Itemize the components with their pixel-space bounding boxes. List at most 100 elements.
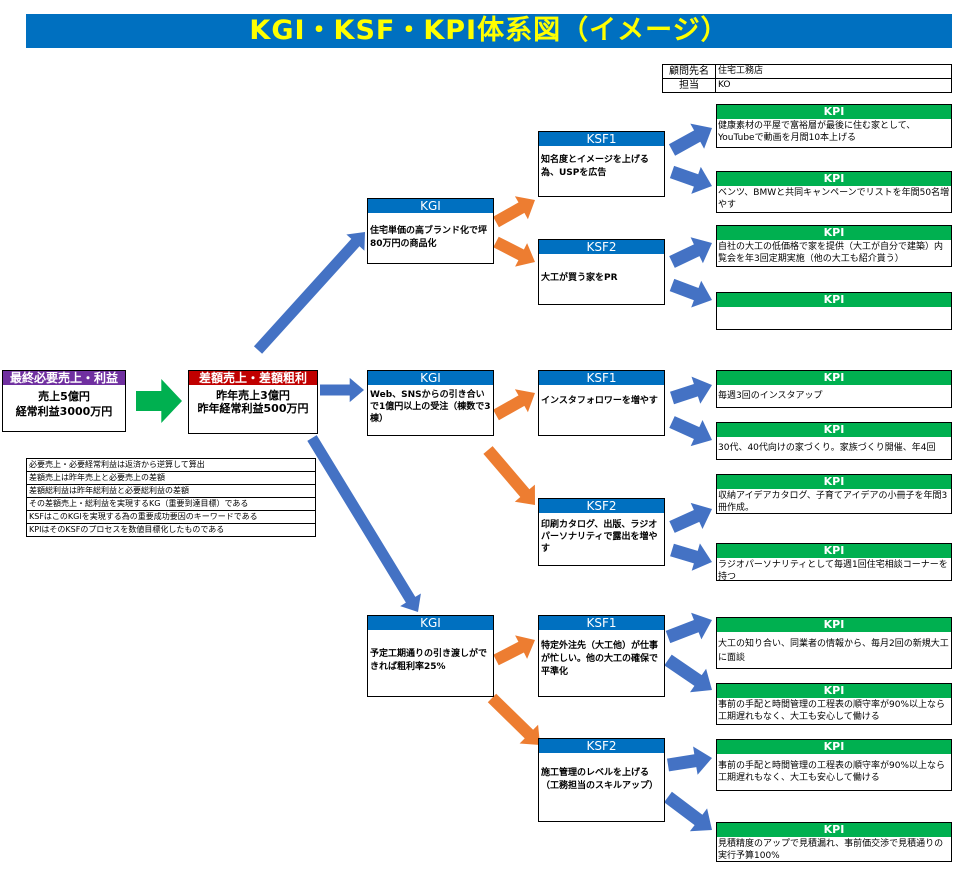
kpi-box-7: KPI 収納アイデアカタログ、子育てアイデアの小冊子を年間3冊作成。 — [716, 474, 952, 514]
kpi-box-10: KPI 事前の手配と時間管理の工程表の順守率が90%以上なら工期遅れもなく、大工… — [716, 683, 952, 725]
kpi-header: KPI — [717, 740, 951, 754]
ksf-text: 大工が買う家をPR — [541, 273, 618, 283]
kgi-text: 予定工期通りの引き渡しができれば粗利率25% — [370, 649, 488, 672]
note-item: その差額売上・総利益を実現するKG（重要到達目標）である — [26, 497, 316, 511]
arrow-ksf-to-kpi-3 — [669, 237, 712, 268]
kpi-text: ラジオパーソナリティとして毎週1回住宅相談コーナーを持つ — [718, 560, 948, 582]
kgi-box-3: KGI 予定工期通りの引き渡しができれば粗利率25% — [367, 615, 494, 697]
kpi-text: ベンツ、BMWと共同キャンペーンでリストを年間50名増やす — [718, 188, 950, 210]
diff-header: 差額売上・差額粗利 — [189, 371, 317, 385]
kpi-box-11: KPI 事前の手配と時間管理の工程表の順守率が90%以上なら工期遅れもなく、大工… — [716, 739, 952, 791]
kpi-text: 自社の大工の低価格で家を提供（大工が自分で建築）内覧会を年3回定期実施（他の大工… — [718, 242, 944, 264]
kpi-header: KPI — [717, 293, 951, 307]
note-item: 差額売上は昨年売上と必要売上の差額 — [26, 471, 316, 485]
kpi-header: KPI — [717, 475, 951, 489]
kpi-text: 収納アイデアカタログ、子育てアイデアの小冊子を年間3冊作成。 — [718, 491, 948, 513]
arrow-kgi2-to-ksf1 — [493, 389, 535, 421]
goal-profit: 経常利益3000万円 — [15, 405, 113, 418]
page-title: KGI・KSF・KPI体系図（イメージ） — [26, 14, 952, 48]
ksf-box-1: KSF1 知名度とイメージを上げる為、USPを広告 — [538, 131, 665, 197]
arrow-kgi3-to-ksf1 — [493, 635, 535, 666]
kpi-text: 事前の手配と時間管理の工程表の順守率が90%以上なら工期遅れもなく、大工も安心し… — [718, 761, 946, 783]
arrow-kgi3-to-ksf2 — [487, 693, 540, 745]
diff-profit: 昨年経常利益500万円 — [197, 402, 309, 415]
ksf-header: KSF2 — [539, 240, 664, 254]
kpi-header: KPI — [717, 226, 951, 240]
arrow-ksf-to-kpi-2 — [669, 165, 712, 194]
kgi-header: KGI — [368, 616, 493, 630]
kpi-box-8: KPI ラジオパーソナリティとして毎週1回住宅相談コーナーを持つ — [716, 543, 952, 582]
kpi-text: 事前の手配と時間管理の工程表の順守率が90%以上なら工期遅れもなく、大工も安心し… — [718, 700, 946, 722]
ksf-box-3: KSF1 インスタフォロワーを増やす — [538, 370, 665, 436]
arrow-kgi1-to-ksf1 — [493, 196, 535, 228]
arrow-ksf-to-kpi-4 — [669, 278, 712, 308]
kpi-header: KPI — [717, 423, 951, 437]
kgi-text: 住宅単価の高ブランド化で坪80万円の商品化 — [370, 226, 488, 249]
arrow-ksf-to-kpi-7 — [669, 502, 712, 533]
diff-body: 昨年売上3億円 昨年経常利益500万円 — [189, 385, 317, 417]
ksf-header: KSF2 — [539, 499, 664, 513]
ksf-text: インスタフォロワーを増やす — [541, 396, 658, 406]
client-info-row: 担当 KO — [662, 78, 952, 93]
arrow-ksf-to-kpi-9 — [665, 612, 712, 644]
arrow-kgi1-to-ksf2 — [493, 236, 535, 267]
staff-label: 担当 — [662, 78, 716, 93]
kpi-header: KPI — [717, 684, 951, 698]
ksf-text: 施工管理のレベルを上げる（工務担当のスキルアップ） — [541, 768, 659, 791]
kpi-text: 毎週3回のインスタアップ — [718, 391, 823, 401]
kgi-box-2: KGI Web、SNSからの引き合いで1億円以上の受注（棟数で3棟） — [367, 370, 494, 436]
kpi-text: 見積精度のアップで見積漏れ、事前価交渉で見積通りの実行予算100% — [718, 839, 944, 861]
arrow-ksf-to-kpi-10 — [664, 654, 712, 693]
ksf-header: KSF1 — [539, 132, 664, 146]
note-item: KPIはそのKSFのプロセスを数値目標化したものである — [26, 523, 316, 537]
arrow-diff-to-kgi-2 — [320, 377, 364, 403]
arrow-ksf-to-kpi-5 — [670, 376, 712, 405]
kgi-text: Web、SNSからの引き合いで1億円以上の受注（棟数で3棟） — [370, 390, 491, 424]
note-item: 必要売上・必要経常利益は返済から逆算して算出 — [26, 458, 316, 472]
kpi-text: 大工の知り合い、同業者の情報から、毎月2回の新規大工に面談 — [718, 639, 949, 663]
arrow-ksf-to-kpi-8 — [670, 543, 712, 571]
kpi-box-6: KPI 30代、40代向けの家づくり。家族づくり開催、年4回 — [716, 422, 952, 460]
note-item: 差額総利益は昨年総利益と必要総利益の差額 — [26, 484, 316, 498]
diff-box: 差額売上・差額粗利 昨年売上3億円 昨年経常利益500万円 — [188, 370, 318, 434]
kpi-header: KPI — [717, 618, 951, 632]
arrow-goal-to-diff — [136, 379, 182, 423]
kpi-box-4: KPI — [716, 292, 952, 330]
goal-body: 売上5億円 経常利益3000万円 — [3, 385, 125, 421]
staff-value: KO — [715, 78, 952, 93]
ksf-box-6: KSF2 施工管理のレベルを上げる（工務担当のスキルアップ） — [538, 738, 665, 822]
kgi-header: KGI — [368, 371, 493, 385]
ksf-header: KSF2 — [539, 739, 664, 753]
goal-header: 最終必要売上・利益 — [3, 371, 125, 385]
kpi-box-1: KPI 健康素材の平屋で富裕層が最後に住む家として、YouTubeで動画を月間1… — [716, 104, 952, 148]
ksf-text: 知名度とイメージを上げる為、USPを広告 — [541, 155, 649, 178]
arrow-ksf-to-kpi-6 — [669, 416, 712, 447]
kpi-box-3: KPI 自社の大工の低価格で家を提供（大工が自分で建築）内覧会を年3回定期実施（… — [716, 225, 952, 267]
arrow-diff-to-kgi-1 — [253, 232, 365, 354]
kpi-box-5: KPI 毎週3回のインスタアップ — [716, 370, 952, 408]
ksf-header: KSF1 — [539, 616, 664, 630]
ksf-box-5: KSF1 特定外注先（大工他）が仕事が忙しい。他の大工の確保で平準化 — [538, 615, 665, 697]
ksf-box-4: KSF2 印刷カタログ、出版、ラジオパーソナリティで露出を増やす — [538, 498, 665, 566]
notes-table: 必要売上・必要経常利益は返済から逆算して算出 差額売上は昨年売上と必要売上の差額… — [26, 458, 316, 537]
kpi-box-12: KPI 見積精度のアップで見積漏れ、事前価交渉で見積通りの実行予算100% — [716, 822, 952, 862]
arrow-ksf-to-kpi-12 — [664, 791, 712, 832]
kpi-text — [717, 307, 951, 309]
kpi-header: KPI — [717, 105, 951, 119]
ksf-text: 印刷カタログ、出版、ラジオパーソナリティで露出を増やす — [541, 520, 658, 554]
ksf-text: 特定外注先（大工他）が仕事が忙しい。他の大工の確保で平準化 — [541, 641, 659, 677]
client-info-table: 顧問先名 住宅工務店 担当 KO — [662, 64, 952, 93]
goal-box: 最終必要売上・利益 売上5億円 経常利益3000万円 — [2, 370, 126, 432]
arrow-ksf-to-kpi-11 — [667, 746, 712, 775]
arrow-diff-to-kgi-3 — [307, 435, 421, 612]
kpi-header: KPI — [717, 371, 951, 385]
kpi-box-9: KPI 大工の知り合い、同業者の情報から、毎月2回の新規大工に面談 — [716, 617, 952, 669]
kpi-header: KPI — [717, 172, 951, 186]
ksf-box-2: KSF2 大工が買う家をPR — [538, 239, 665, 305]
note-item: KSFはこのKGIを実現する為の重要成功要因のキーワードである — [26, 510, 316, 524]
kgi-header: KGI — [368, 199, 493, 213]
goal-sales: 売上5億円 — [38, 390, 90, 403]
client-label: 顧問先名 — [662, 64, 716, 79]
kpi-header: KPI — [717, 544, 951, 558]
